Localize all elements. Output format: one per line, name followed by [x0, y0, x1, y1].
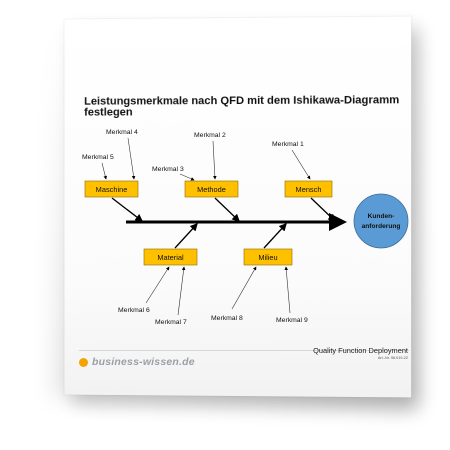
head-circle: [353, 193, 409, 249]
merkmal-6-callout: Merkmal 6: [118, 266, 170, 314]
svg-text:Merkmal 3: Merkmal 3: [152, 166, 184, 173]
svg-text:Merkmal 7: Merkmal 7: [155, 319, 187, 326]
category-box-milieu: Milieu: [243, 248, 293, 266]
merkmal-7-callout: Merkmal 7: [155, 266, 187, 326]
head-label-line1: Kunden-: [368, 213, 395, 220]
svg-text:Maschine: Maschine: [96, 185, 128, 194]
svg-text:Merkmal 9: Merkmal 9: [276, 317, 308, 324]
svg-text:Merkmal 6: Merkmal 6: [118, 307, 150, 314]
merkmal-9-callout: Merkmal 9: [276, 266, 308, 324]
merkmal-1-callout: Merkmal 1: [272, 141, 311, 180]
category-box-maschine: Maschine: [84, 180, 139, 198]
merkmal-4-callout: Merkmal 4: [106, 129, 138, 180]
head-label-line2: anforderung: [362, 223, 401, 230]
merkmal-3-callout: Merkmal 3: [152, 166, 195, 181]
rib-methode: [214, 197, 240, 222]
category-box-methode: Methode: [184, 180, 239, 198]
category-box-material: Material: [143, 248, 198, 266]
rib-material: [174, 223, 198, 249]
svg-text:Merkmal 4: Merkmal 4: [106, 129, 138, 136]
rib-mensch: [310, 197, 336, 222]
svg-text:Merkmal 5: Merkmal 5: [82, 154, 114, 161]
merkmal-5-callout: Merkmal 5: [82, 154, 114, 180]
merkmal-2-callout: Merkmal 2: [194, 132, 226, 180]
svg-text:Milieu: Milieu: [258, 253, 277, 262]
svg-text:Merkmal 1: Merkmal 1: [272, 141, 304, 148]
rib-milieu: [263, 223, 287, 249]
svg-text:Merkmal 8: Merkmal 8: [211, 315, 243, 322]
svg-text:Material: Material: [157, 253, 184, 262]
svg-text:Methode: Methode: [197, 185, 226, 194]
category-box-mensch: Mensch: [284, 180, 333, 198]
merkmal-8-callout: Merkmal 8: [211, 266, 257, 322]
rib-maschine: [111, 197, 144, 222]
svg-text:Mensch: Mensch: [296, 185, 322, 194]
svg-text:Merkmal 2: Merkmal 2: [194, 132, 226, 139]
